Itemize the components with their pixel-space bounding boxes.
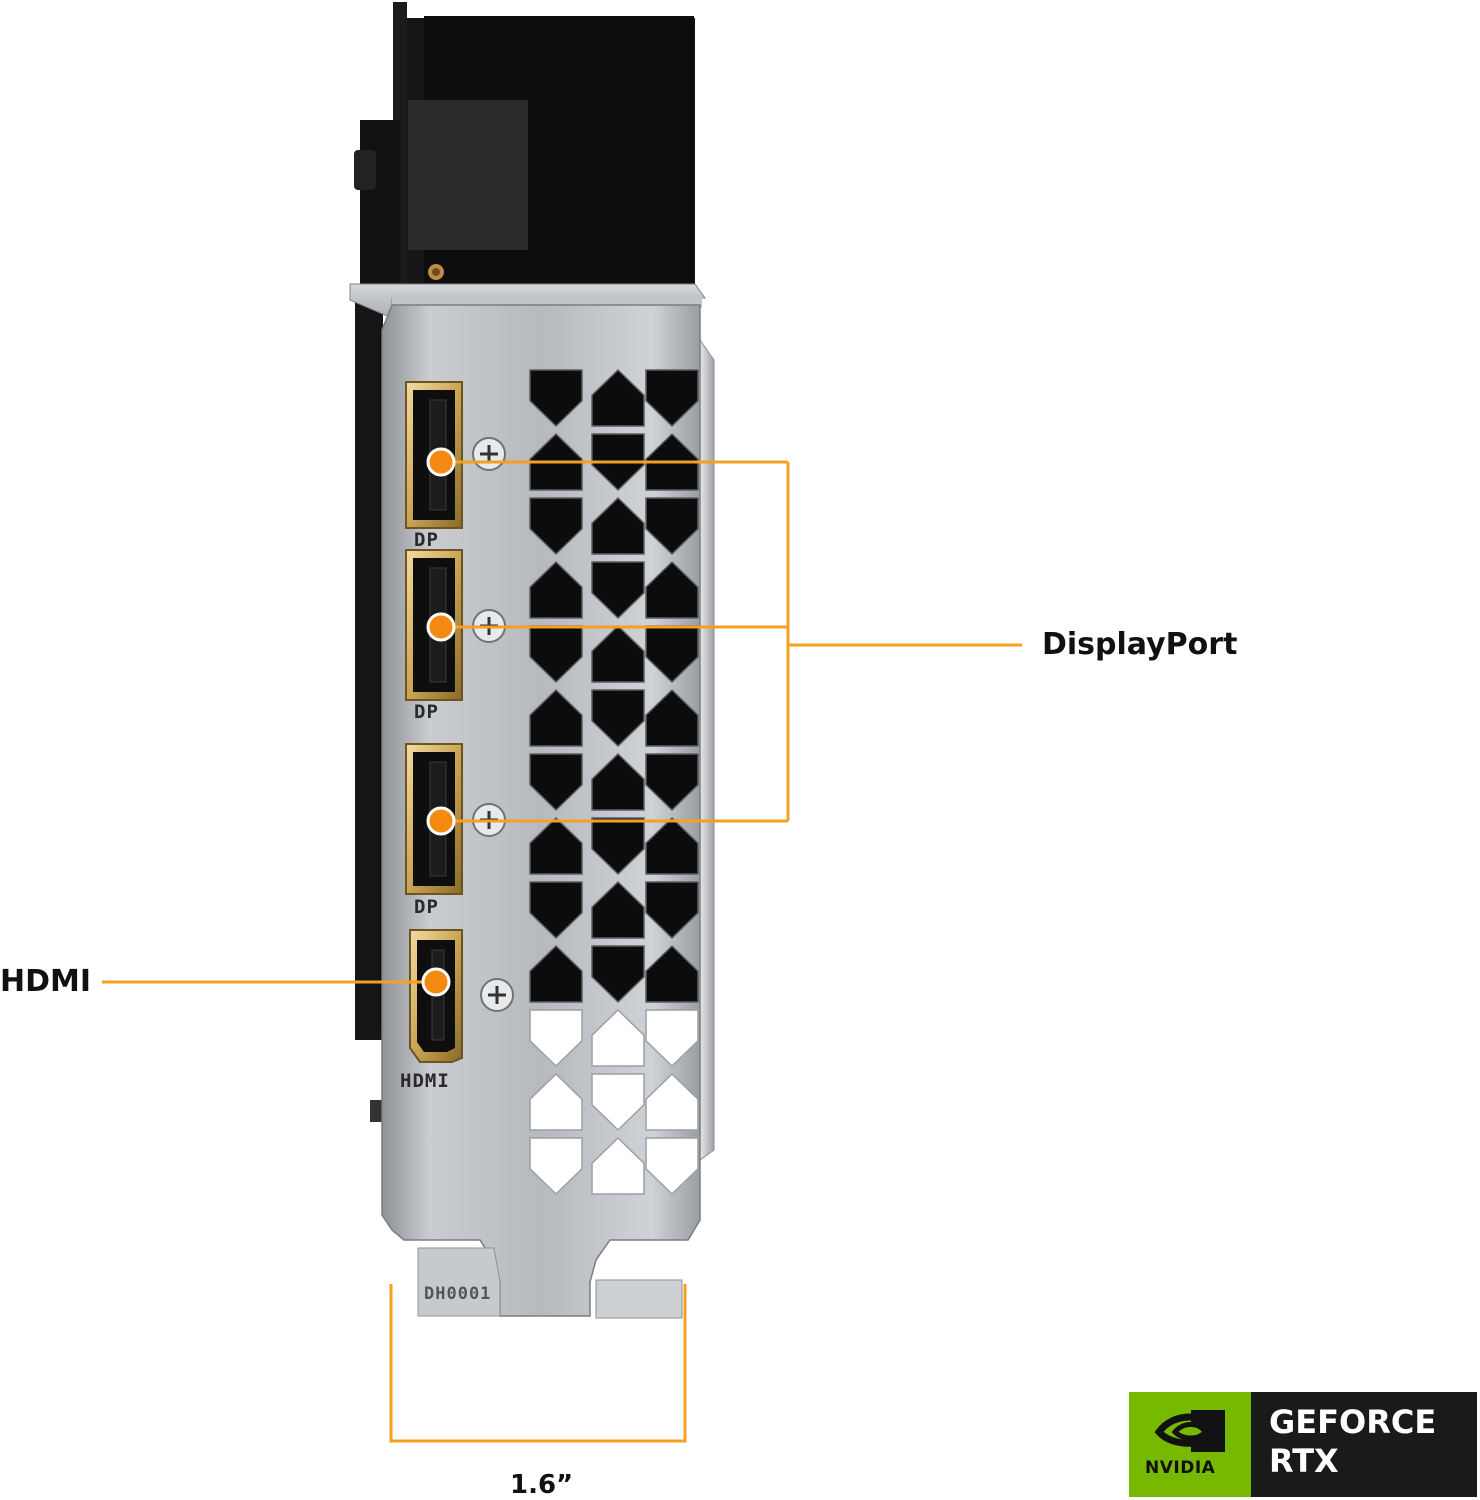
vent-hole bbox=[591, 752, 645, 811]
vent-hole bbox=[645, 369, 699, 428]
vent-hole bbox=[591, 689, 645, 748]
vent-hole bbox=[645, 816, 699, 875]
hdmi-marking: HDMI bbox=[400, 1070, 450, 1092]
vent-hole bbox=[529, 497, 583, 556]
callout-dot-dp2 bbox=[426, 612, 456, 642]
vent-hole bbox=[645, 1009, 699, 1068]
vent-hole bbox=[529, 1072, 583, 1131]
vent-hole bbox=[591, 368, 645, 427]
badge-line-2: RTX bbox=[1269, 1442, 1339, 1480]
callout-dot-hdmi bbox=[421, 967, 451, 997]
vent-hole bbox=[591, 1136, 645, 1195]
callout-dot-dp3 bbox=[426, 806, 456, 836]
screw-1 bbox=[472, 437, 506, 471]
vent-hole bbox=[591, 945, 645, 1004]
vent-hole bbox=[529, 816, 583, 875]
vent-hole bbox=[529, 753, 583, 812]
vent-hole bbox=[529, 1137, 583, 1196]
vent-hole bbox=[591, 880, 645, 939]
vent-hole bbox=[645, 881, 699, 940]
nvidia-wordmark: NVIDIA bbox=[1145, 1458, 1216, 1478]
dp3-marking: DP bbox=[414, 896, 439, 918]
dp2-marking: DP bbox=[414, 701, 439, 723]
vent-hole bbox=[591, 496, 645, 555]
bracket-bottom-tab-right bbox=[595, 1279, 683, 1319]
vent-hole bbox=[529, 560, 583, 619]
vent-hole bbox=[645, 1137, 699, 1196]
vent-hole bbox=[591, 624, 645, 683]
vent-hole bbox=[591, 1008, 645, 1067]
vent-hole bbox=[645, 560, 699, 619]
vent-hole bbox=[591, 1073, 645, 1132]
callout-dot-dp1 bbox=[426, 447, 456, 477]
nvidia-eye-icon bbox=[1154, 1410, 1225, 1452]
hdmi-label: HDMI bbox=[0, 964, 92, 999]
vent-hole bbox=[591, 561, 645, 620]
nvidia-logo-panel: NVIDIA bbox=[1129, 1392, 1251, 1497]
vent-hole bbox=[591, 817, 645, 876]
vent-hole bbox=[529, 881, 583, 940]
geforce-rtx-badge: NVIDIA GEFORCE RTX bbox=[1129, 1392, 1477, 1497]
width-label: 1.6” bbox=[510, 1470, 574, 1500]
bracket-code: DH0001 bbox=[424, 1284, 492, 1304]
badge-line-1: GEFORCE bbox=[1269, 1403, 1437, 1441]
vent-hole bbox=[529, 1009, 583, 1068]
displayport-label: DisplayPort bbox=[1042, 627, 1238, 662]
screw-4 bbox=[480, 978, 514, 1012]
vent-hole bbox=[529, 944, 583, 1003]
vent-hole bbox=[529, 688, 583, 747]
vent-hole bbox=[645, 497, 699, 556]
geforce-rtx-text: GEFORCE RTX bbox=[1251, 1392, 1477, 1497]
vent-hole bbox=[645, 753, 699, 812]
vent-grid bbox=[529, 368, 699, 1196]
callout-lines bbox=[102, 460, 1022, 984]
bracket-bottom-tab-left bbox=[417, 1247, 501, 1317]
vent-hole bbox=[645, 688, 699, 747]
callout-dots bbox=[421, 447, 456, 997]
vent-hole bbox=[645, 944, 699, 1003]
vent-hole bbox=[529, 369, 583, 428]
dp1-marking: DP bbox=[414, 529, 439, 551]
vent-hole bbox=[645, 1072, 699, 1131]
width-dimension-marker bbox=[389, 1284, 687, 1443]
